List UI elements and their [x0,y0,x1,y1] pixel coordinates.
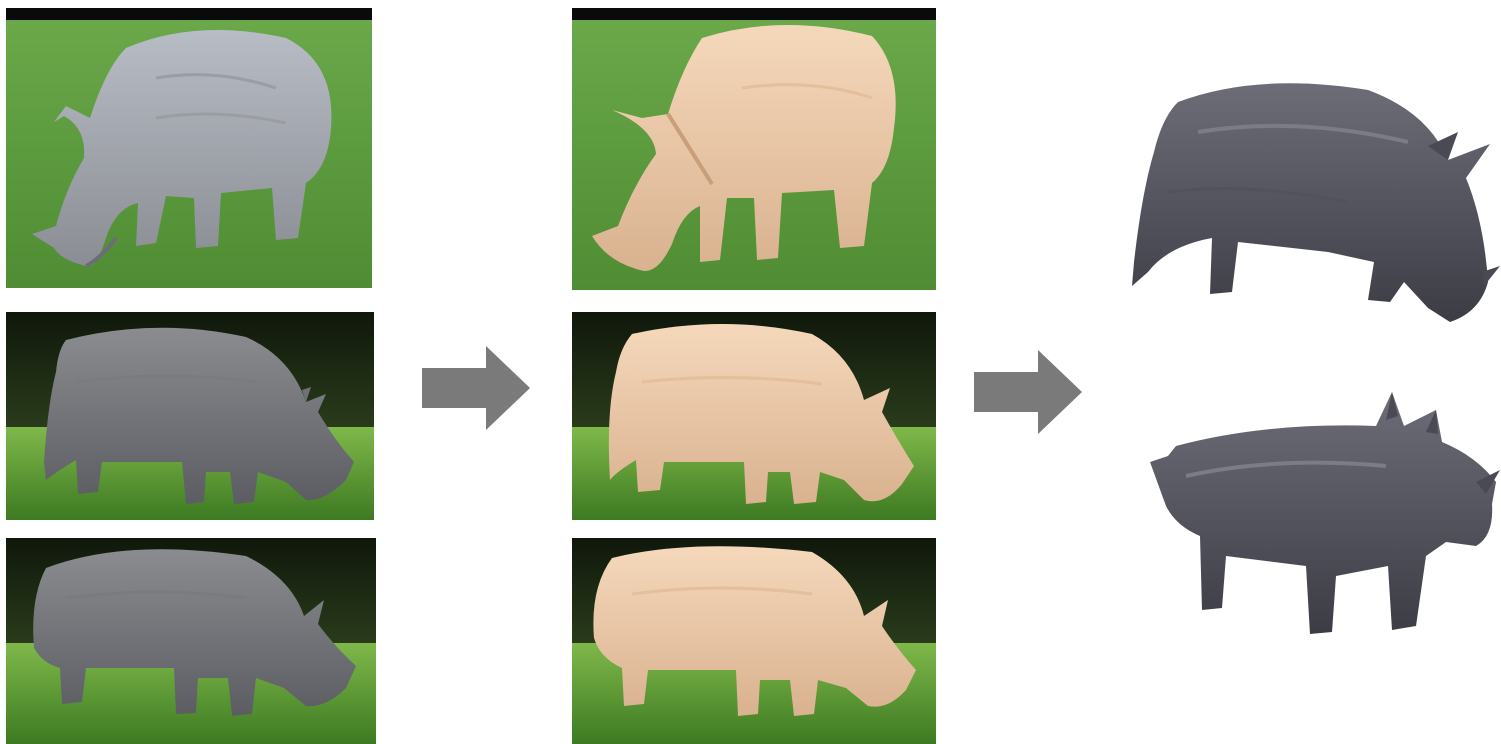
input-photo-2 [6,312,374,520]
model-overlay-2 [572,312,936,520]
input-photo-3 [6,538,376,744]
right-arrow-icon [974,350,1082,434]
textured-render-1 [1128,72,1500,334]
model-overlay-1 [572,8,936,290]
input-photo-1 [6,8,372,288]
textured-render-2 [1146,386,1500,648]
right-arrow-icon [422,346,530,430]
model-overlay-3 [572,538,936,744]
